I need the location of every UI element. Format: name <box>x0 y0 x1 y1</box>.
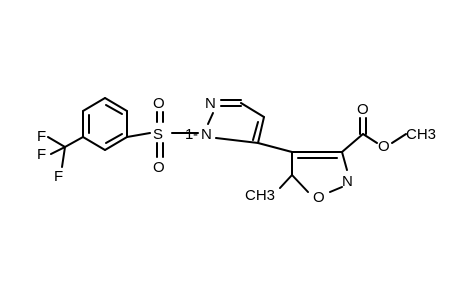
isoxazole-n-label: N <box>342 173 353 190</box>
bond-pyr-isox <box>257 142 293 153</box>
bonds <box>47 97 407 193</box>
bond-isox-n-o <box>329 186 343 193</box>
bond-ring-s <box>126 132 151 138</box>
ring-methyl-label: CH3 <box>245 187 275 204</box>
sulfonyl-oxygen-label-top: O <box>153 95 165 112</box>
carbonyl-oxygen-label: O <box>357 101 369 118</box>
pyrazole-n1-locant: 1 <box>185 126 193 143</box>
bond-oester-me <box>391 133 407 144</box>
bond-benz-6 <box>82 136 106 151</box>
ester-methyl-label: CH3 <box>406 126 436 143</box>
sulfonyl-oxygen-label-bot: O <box>153 159 165 176</box>
bond-n1-n2 <box>207 112 214 125</box>
bond-cf-top <box>47 136 66 148</box>
bond-cf3-ring <box>64 136 84 148</box>
bond-c-oester <box>362 133 378 144</box>
bond-benz-3 <box>104 97 128 112</box>
bond-c5-methyl <box>279 174 293 189</box>
atom-labels: F F F S O O N 1 - N N O O O CH3 CH3 <box>37 95 436 206</box>
fluorine-label-bot: F <box>54 168 63 185</box>
bond-c5-n1 <box>215 137 259 144</box>
bond-isox-c3-n <box>341 151 348 171</box>
bond-benz-5 <box>104 136 128 151</box>
bond-cf-mid <box>50 146 66 155</box>
bond-cf-bot <box>61 146 66 168</box>
ester-oxygen-label: O <box>378 138 390 155</box>
pyrazole-n1-dash: - <box>193 126 198 143</box>
bond-benz-2 <box>82 97 106 112</box>
bond-c3-c4 <box>240 102 265 118</box>
pyrazole-n2-label: N <box>205 95 216 112</box>
fluorine-label-mid: F <box>37 146 46 163</box>
bond-isox-o-c5 <box>291 174 309 193</box>
bond-c3-carbonyl <box>341 133 364 153</box>
isoxazole-o-label: O <box>313 189 325 206</box>
sulfur-label: S <box>153 126 163 143</box>
fluorine-label-top: F <box>37 128 46 145</box>
bond-benz-5-inner <box>105 133 123 144</box>
bond-c4-c5-inner <box>252 121 259 141</box>
bond-benz-3-inner <box>105 104 123 115</box>
pyrazole-n1-label: N <box>201 126 212 143</box>
bond-c4-c5 <box>257 116 265 144</box>
